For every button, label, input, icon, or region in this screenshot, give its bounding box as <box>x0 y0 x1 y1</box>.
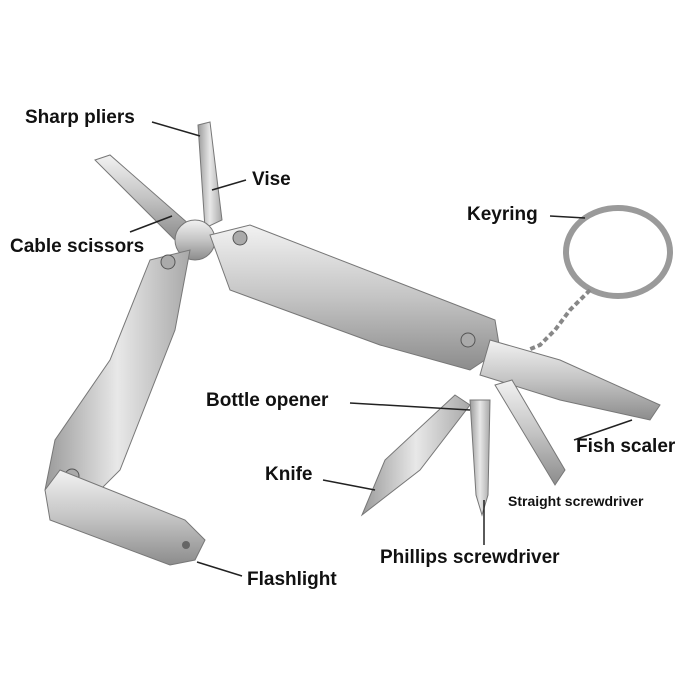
label-bottle-opener: Bottle opener <box>206 390 329 411</box>
keyring-shape <box>527 205 673 352</box>
flashlight-shape <box>44 469 206 566</box>
label-flashlight: Flashlight <box>247 569 337 590</box>
fish-scaler-shape <box>479 339 661 421</box>
knife-shape <box>360 394 471 517</box>
label-cable-scissors: Cable scissors <box>10 236 145 257</box>
label-keyring: Keyring <box>467 204 538 225</box>
label-fish-scaler: Fish scaler <box>576 436 676 457</box>
label-knife: Knife <box>265 464 313 485</box>
label-sharp-pliers: Sharp pliers <box>25 107 135 128</box>
leader-lines <box>129 121 633 577</box>
label-straight-screwdriver: Straight screwdriver <box>508 493 644 509</box>
lower-handle-shape <box>44 249 191 501</box>
main-handle-shape <box>209 224 501 371</box>
phillips-screwdriver-shape <box>469 399 491 517</box>
straight-screwdriver-shape <box>494 379 566 486</box>
label-phillips-screwdriver: Phillips screwdriver <box>380 547 560 568</box>
label-vise: Vise <box>252 169 291 190</box>
